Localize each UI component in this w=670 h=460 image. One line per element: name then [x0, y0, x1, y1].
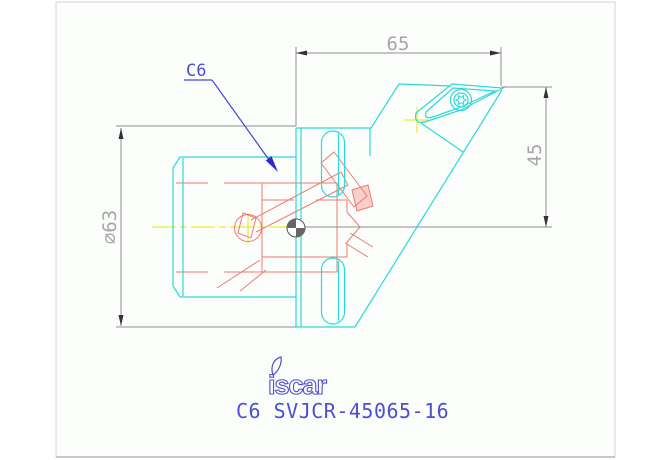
dimensions: 65 45 ∅63	[99, 33, 552, 328]
screw-head-inner	[453, 92, 469, 108]
drawbar-end	[237, 212, 257, 239]
screw-head	[449, 88, 473, 112]
section-hatch	[351, 184, 374, 212]
arrow-left-icon	[296, 50, 307, 56]
dimension-65-label: 65	[387, 33, 410, 55]
dimension-dia63-label: ∅63	[99, 210, 121, 244]
arrow-up-icon	[543, 87, 549, 98]
cartridge	[320, 151, 368, 208]
drawing-sheet	[55, 1, 616, 458]
dimension-45-label: 45	[524, 144, 546, 167]
lower-slot	[320, 257, 346, 325]
torx-icon	[455, 95, 467, 105]
arrow-right-icon	[490, 50, 501, 56]
c6-label: C6	[186, 61, 206, 81]
lower-link-lines	[216, 259, 267, 292]
center-mark-icon	[286, 218, 306, 238]
footer: iscar C6 SVJCR-45065-16	[236, 356, 449, 423]
upper-slot	[320, 130, 346, 198]
clamp-block	[262, 199, 361, 258]
leader-line	[184, 79, 273, 165]
iscar-logo: iscar	[268, 370, 328, 400]
arrow-down-icon	[118, 315, 124, 326]
part-number: C6 SVJCR-45065-16	[236, 399, 449, 423]
wedge-lines	[344, 232, 374, 258]
dimension-dia63-lines	[116, 125, 296, 328]
arrow-up-icon	[118, 128, 124, 139]
insert-inner	[425, 87, 498, 119]
dimension-45-lines	[305, 86, 552, 228]
c6-leader-annotation: C6	[184, 61, 278, 172]
arrow-down-icon	[543, 216, 549, 227]
bore-outline	[176, 182, 338, 273]
iscar-leaf-icon	[271, 356, 282, 376]
dimension-65-lines	[295, 47, 502, 126]
coupling-shank	[172, 156, 296, 298]
insert-outer	[414, 83, 506, 123]
leader-arrow-icon	[265, 156, 278, 172]
